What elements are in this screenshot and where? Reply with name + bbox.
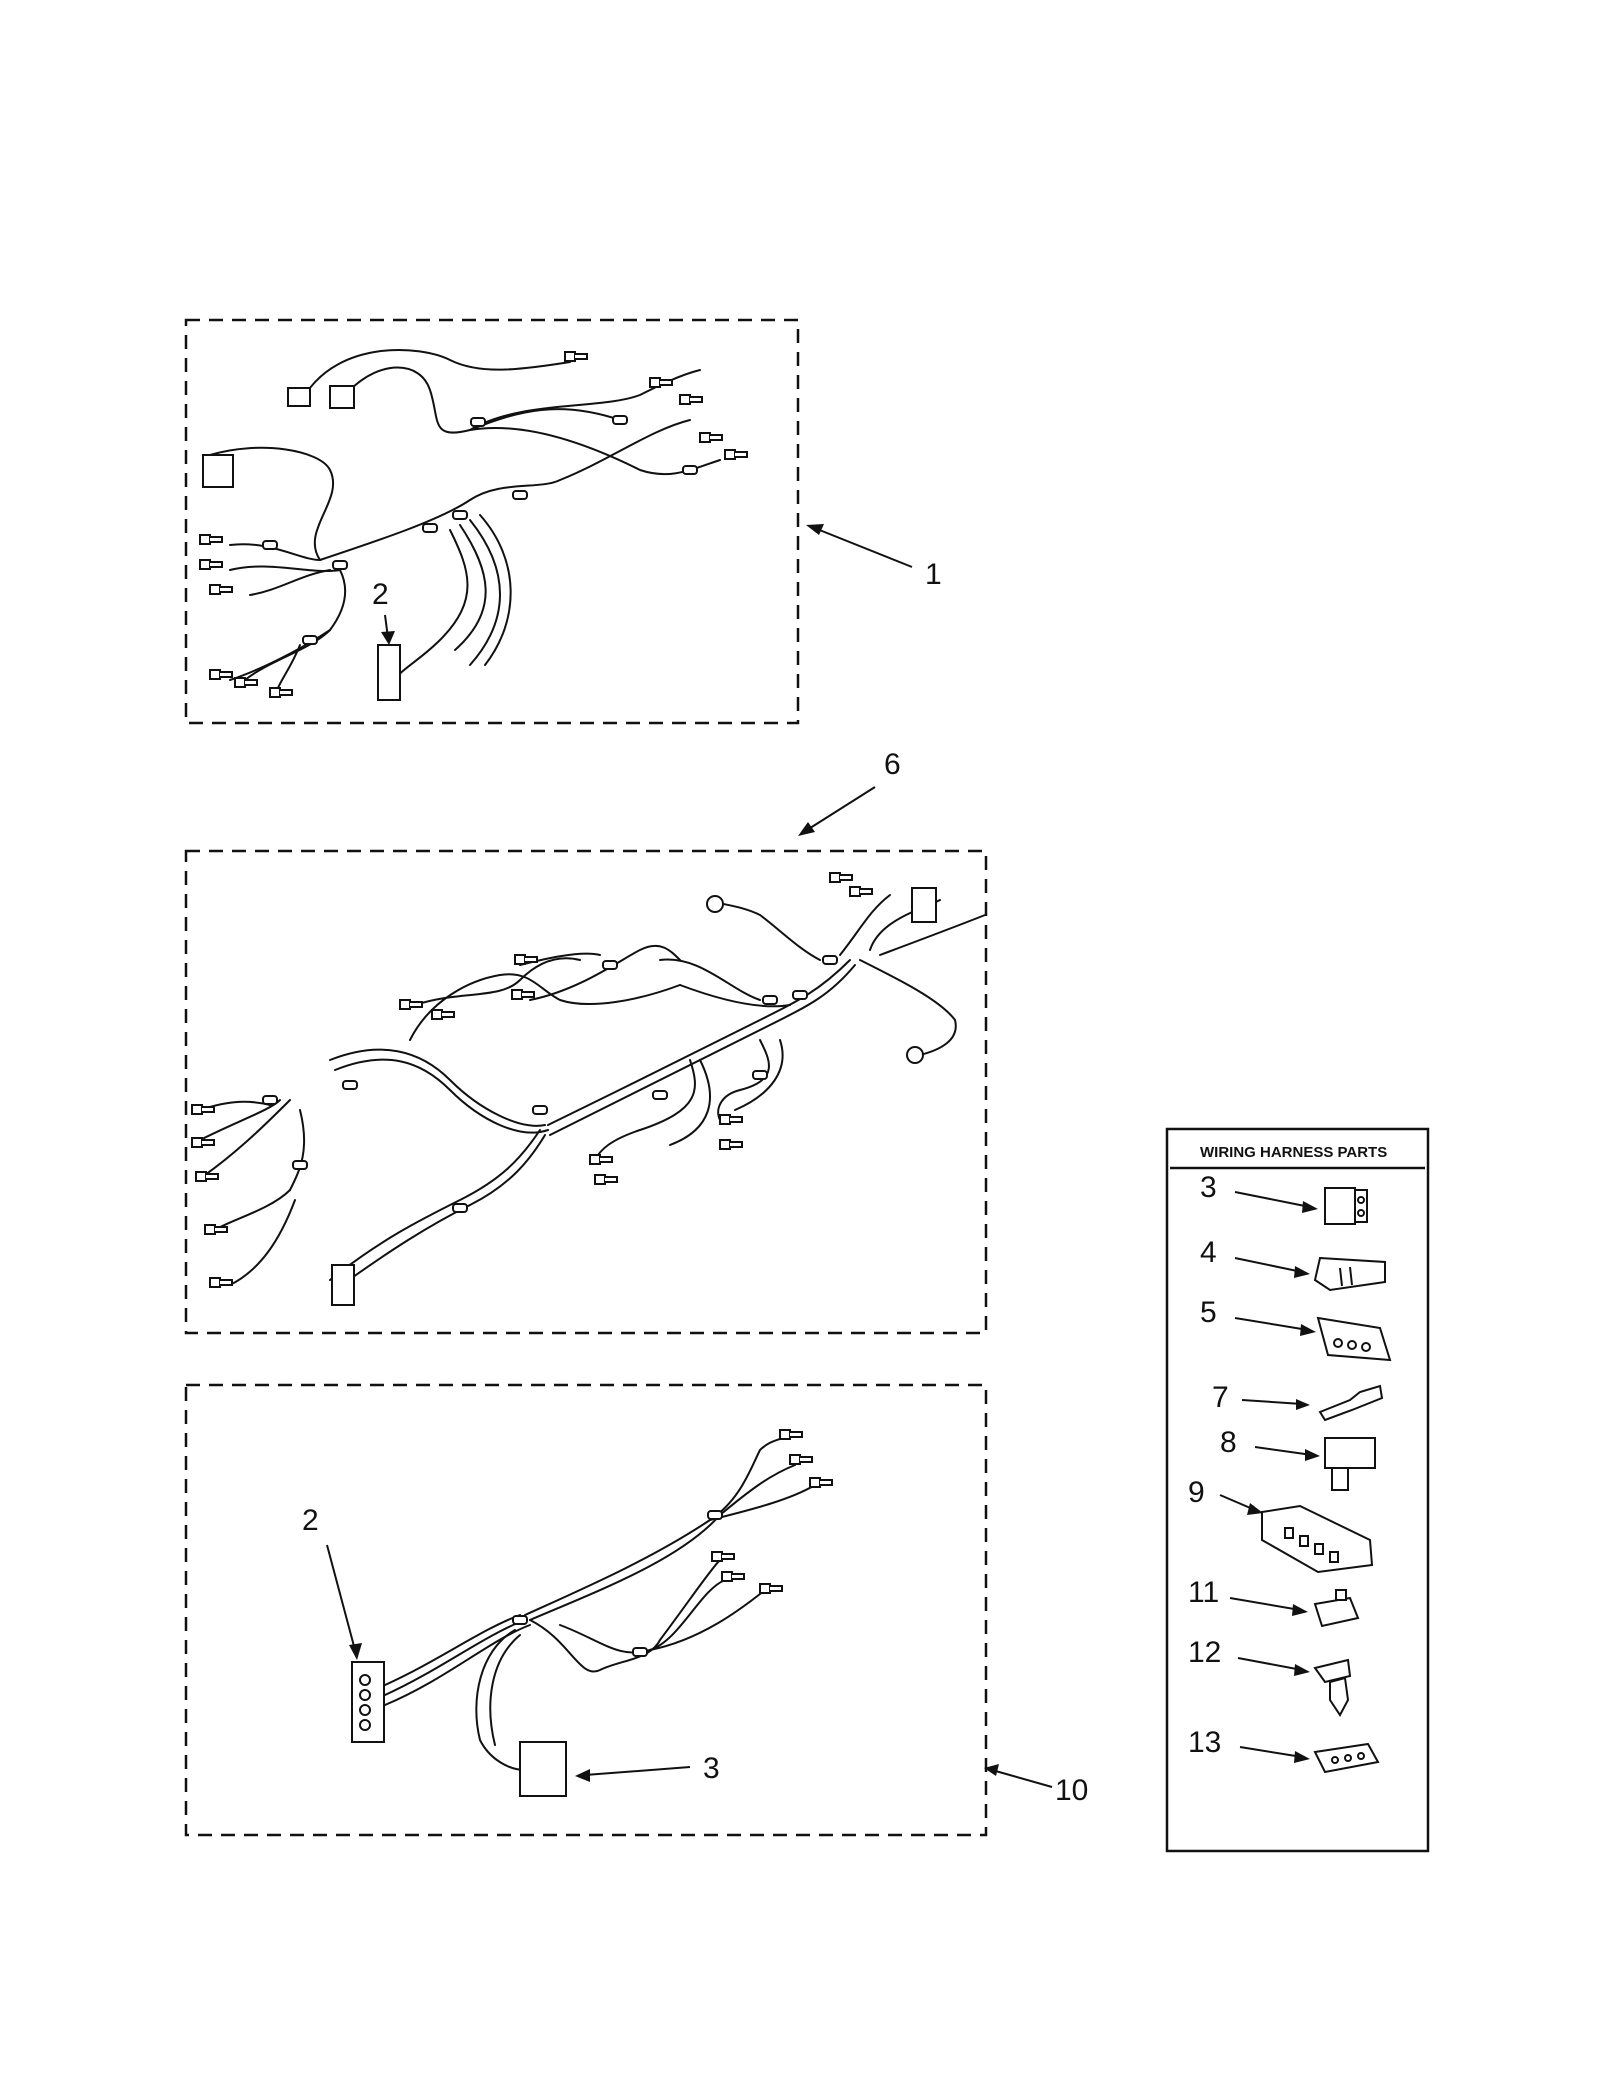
three-pin-plug-icon [1313,1742,1380,1774]
small-plug-icon [1313,1589,1360,1628]
tab-connector [911,887,937,923]
legend-item-5: 5 [1200,1296,1392,1362]
legend-item-9: 9 [1188,1476,1374,1574]
tab-connector-icon [1324,1437,1376,1491]
svg-text:3: 3 [1200,1171,1217,1204]
assembly-6-boundary [184,849,988,1335]
svg-text:5: 5 [1200,1296,1217,1329]
assembly-6-wires [199,894,986,1291]
two-pin-connector-icon [1324,1187,1368,1225]
harness-assembly-1: 2 1 [184,318,942,725]
svg-text:4: 4 [1200,1236,1217,1269]
assembly-10-boundary [184,1383,988,1837]
three-hole-connector-icon [1316,1316,1392,1362]
legend-item-12: 12 [1188,1636,1352,1717]
svg-text:12: 12 [1188,1636,1221,1669]
callout-assembly-1: 1 [925,558,942,591]
svg-text:7: 7 [1212,1381,1229,1414]
assembly-10-connectors [351,1429,833,1797]
harness-assembly-6: 6 [184,748,988,1335]
legend-item-7: 7 [1212,1381,1384,1422]
legend-title: WIRING HARNESS PARTS [1200,1144,1387,1161]
edge-connector [331,1264,355,1306]
svg-text:11: 11 [1188,1576,1219,1609]
plug-connector [377,644,401,701]
svg-text:9: 9 [1188,1476,1205,1509]
parts-legend: WIRING HARNESS PARTS 3 4 5 [1165,1127,1430,1853]
crimp-terminal-icon [1318,1384,1384,1422]
callout-assembly-10-plug: 2 [302,1504,319,1537]
legend-item-8: 8 [1220,1426,1376,1491]
legend-item-4: 4 [1200,1236,1386,1292]
legend-item-11: 11 [1188,1576,1360,1628]
block-connector [519,1741,567,1797]
multi-pin-block-icon [1261,1504,1374,1574]
harness-assembly-10: 2 3 10 [184,1383,1088,1837]
callout-assembly-10-block: 3 [703,1752,720,1785]
legend-box [1165,1127,1430,1853]
callout-assembly-1-plug: 2 [372,578,389,611]
assembly-1-boundary [184,318,800,725]
legend-item-13: 13 [1188,1726,1380,1774]
svg-text:13: 13 [1188,1726,1221,1759]
push-clip-icon [1313,1658,1352,1717]
callout-assembly-10: 10 [1055,1774,1088,1807]
assembly-1-wires [209,349,721,696]
assembly-10-wires [384,1434,816,1771]
callout-assembly-6: 6 [884,748,901,781]
svg-text:8: 8 [1220,1426,1237,1459]
assembly-6-connectors [191,872,937,1306]
legend-item-3: 3 [1200,1171,1368,1225]
slotted-connector-icon [1313,1256,1386,1292]
